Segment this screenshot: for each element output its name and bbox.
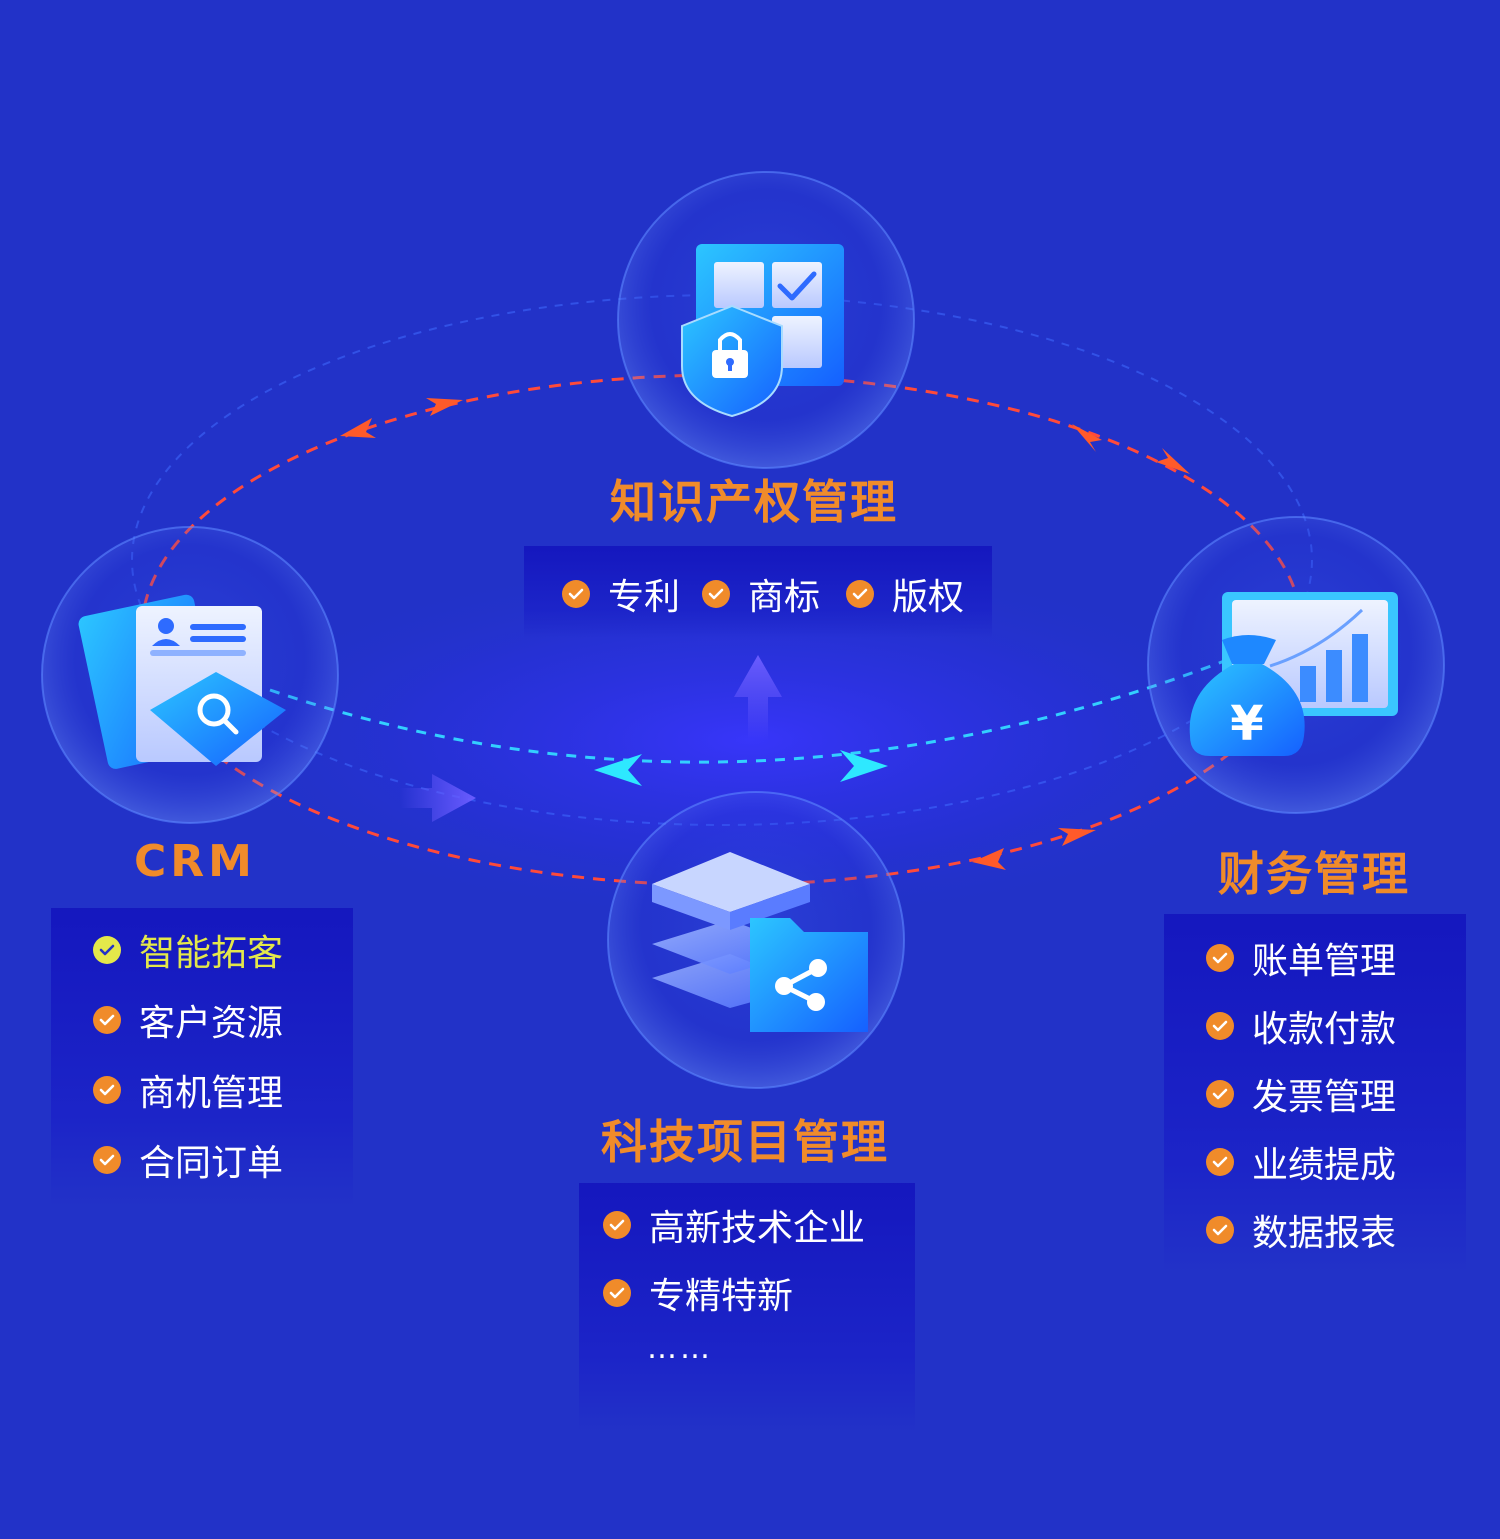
- shield-lock-grid-icon: [681, 244, 844, 418]
- check-icon: [702, 580, 730, 608]
- ip-item[interactable]: 商标: [702, 568, 820, 620]
- tech-item[interactable]: 专精特新: [603, 1267, 793, 1319]
- crm-item-label: 客户资源: [139, 1003, 284, 1044]
- contact-card-search-icon: [78, 594, 286, 769]
- cyan-link-path: [269, 653, 1241, 764]
- check-icon: [93, 1006, 121, 1034]
- ip-item-label: 专利: [608, 577, 681, 618]
- crm-item-highlighted[interactable]: 智能拓客: [93, 924, 283, 976]
- finance-item[interactable]: 账单管理: [1206, 932, 1396, 984]
- tech-item-label: 高新技术企业: [649, 1208, 866, 1249]
- finance-item-label: 业绩提成: [1252, 1145, 1397, 1186]
- tech-item-label: 专精特新: [649, 1276, 794, 1317]
- finance-item-label: 数据报表: [1252, 1213, 1397, 1254]
- check-icon: [562, 580, 590, 608]
- ip-item[interactable]: 专利: [562, 568, 680, 620]
- crm-panel: 智能拓客 客户资源 商机管理 合同订单: [51, 908, 353, 1208]
- ip-item[interactable]: 版权: [846, 568, 964, 620]
- check-icon: [846, 580, 874, 608]
- flow-arrows: [400, 655, 782, 822]
- red-arrows: [340, 398, 1190, 870]
- finance-item-label: 收款付款: [1252, 1009, 1397, 1050]
- check-icon: [1206, 944, 1234, 972]
- tech-title: 科技项目管理: [601, 1115, 889, 1169]
- check-icon: [93, 1146, 121, 1174]
- check-icon: [1206, 1080, 1234, 1108]
- finance-item-label: 账单管理: [1252, 941, 1397, 982]
- check-icon: [603, 1279, 631, 1307]
- check-icon: [603, 1211, 631, 1239]
- ip-panel: 专利 商标 版权: [524, 546, 992, 638]
- crm-item-label: 合同订单: [139, 1143, 284, 1184]
- finance-item[interactable]: 业绩提成: [1206, 1136, 1396, 1188]
- tech-panel: 高新技术企业 专精特新 ……: [579, 1183, 915, 1433]
- check-icon: [1206, 1216, 1234, 1244]
- finance-title: 财务管理: [1218, 847, 1410, 901]
- crm-item[interactable]: 合同订单: [93, 1134, 283, 1186]
- crm-item-label: 商机管理: [139, 1073, 284, 1114]
- ip-title: 知识产权管理: [610, 475, 898, 529]
- finance-item[interactable]: 发票管理: [1206, 1068, 1396, 1120]
- cyan-arrows: [594, 750, 888, 786]
- svg-text:¥: ¥: [1230, 696, 1263, 752]
- crm-item-label: 智能拓客: [139, 933, 284, 974]
- check-icon: [93, 936, 121, 964]
- crm-title: CRM: [134, 836, 256, 887]
- check-icon: [1206, 1148, 1234, 1176]
- ip-item-label: 商标: [748, 577, 821, 618]
- finance-item-label: 发票管理: [1252, 1077, 1397, 1118]
- money-bag-chart-icon: ¥: [1189, 592, 1398, 756]
- crm-item[interactable]: 商机管理: [93, 1064, 283, 1116]
- tech-item[interactable]: 高新技术企业: [603, 1199, 865, 1251]
- crm-item[interactable]: 客户资源: [93, 994, 283, 1046]
- tech-more: ……: [647, 1331, 713, 1366]
- check-icon: [1206, 1012, 1234, 1040]
- finance-item[interactable]: 数据报表: [1206, 1204, 1396, 1256]
- layers-share-folder-icon: [652, 852, 868, 1032]
- finance-panel: 账单管理 收款付款 发票管理 业绩提成 数据报表: [1164, 914, 1466, 1274]
- ip-item-label: 版权: [892, 577, 965, 618]
- check-icon: [93, 1076, 121, 1104]
- finance-item[interactable]: 收款付款: [1206, 1000, 1396, 1052]
